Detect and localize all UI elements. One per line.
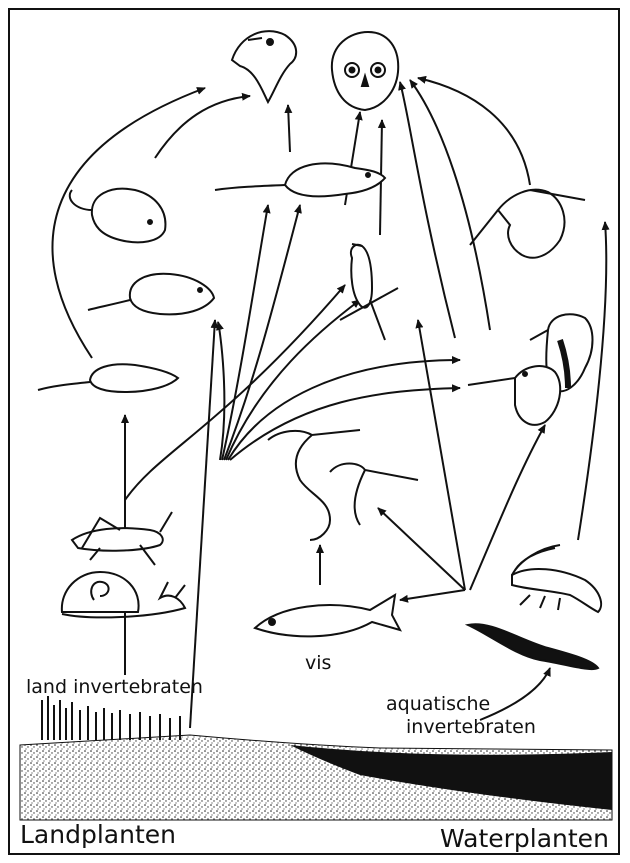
- aquatic-invertebrates-label-line1: aquatische: [386, 695, 490, 714]
- arrow-insect-to-gerbil: [218, 322, 224, 460]
- arrow-insect-to-duck: [228, 360, 460, 460]
- rat-icon: [215, 163, 385, 196]
- arrow-aquatic-to-fish: [400, 590, 465, 600]
- arrow-shrimp-to-kingfisher: [578, 222, 606, 540]
- snail-icon: [62, 572, 185, 617]
- hawk-icon: [232, 31, 296, 102]
- arrow-hamster-to-hawk: [155, 96, 250, 158]
- arrow-aquatic-to-sandpiper: [470, 425, 545, 590]
- grasshopper-icon: [72, 512, 172, 565]
- arrow-kingfisher-to-owl: [418, 78, 530, 185]
- fish-icon: [255, 595, 400, 636]
- owl-icon: [332, 32, 398, 110]
- shrimp-icon: [512, 545, 601, 612]
- arrow-aquatic-invertebrates: [480, 668, 550, 720]
- songbird-icon: [340, 244, 398, 340]
- kingfisher-icon: [470, 190, 585, 258]
- ground-strip: [20, 735, 612, 820]
- hamster-icon: [70, 189, 166, 243]
- arrow-insect-to-sandpiper: [230, 388, 460, 460]
- gerbil-icon: [88, 274, 214, 315]
- land-plants-grass: [42, 696, 180, 740]
- sandpiper-icon: [468, 366, 560, 425]
- land-plants-label: Landplanten: [20, 822, 176, 847]
- fish-label: vis: [305, 654, 331, 673]
- arrow-sandpiper-to-owl: [400, 82, 455, 338]
- arrow-rat-to-hawk: [288, 105, 290, 152]
- shrew-icon: [38, 364, 178, 392]
- arrow-duck-to-owl: [410, 80, 490, 330]
- leech-icon: [468, 624, 598, 669]
- land-invertebrates-label: land invertebraten: [26, 678, 203, 697]
- arrow-plants-to-gerbil: [190, 320, 215, 728]
- aquatic-invertebrates-label-line2: invertebraten: [406, 718, 536, 737]
- water-plants-label: Waterplanten: [440, 826, 609, 851]
